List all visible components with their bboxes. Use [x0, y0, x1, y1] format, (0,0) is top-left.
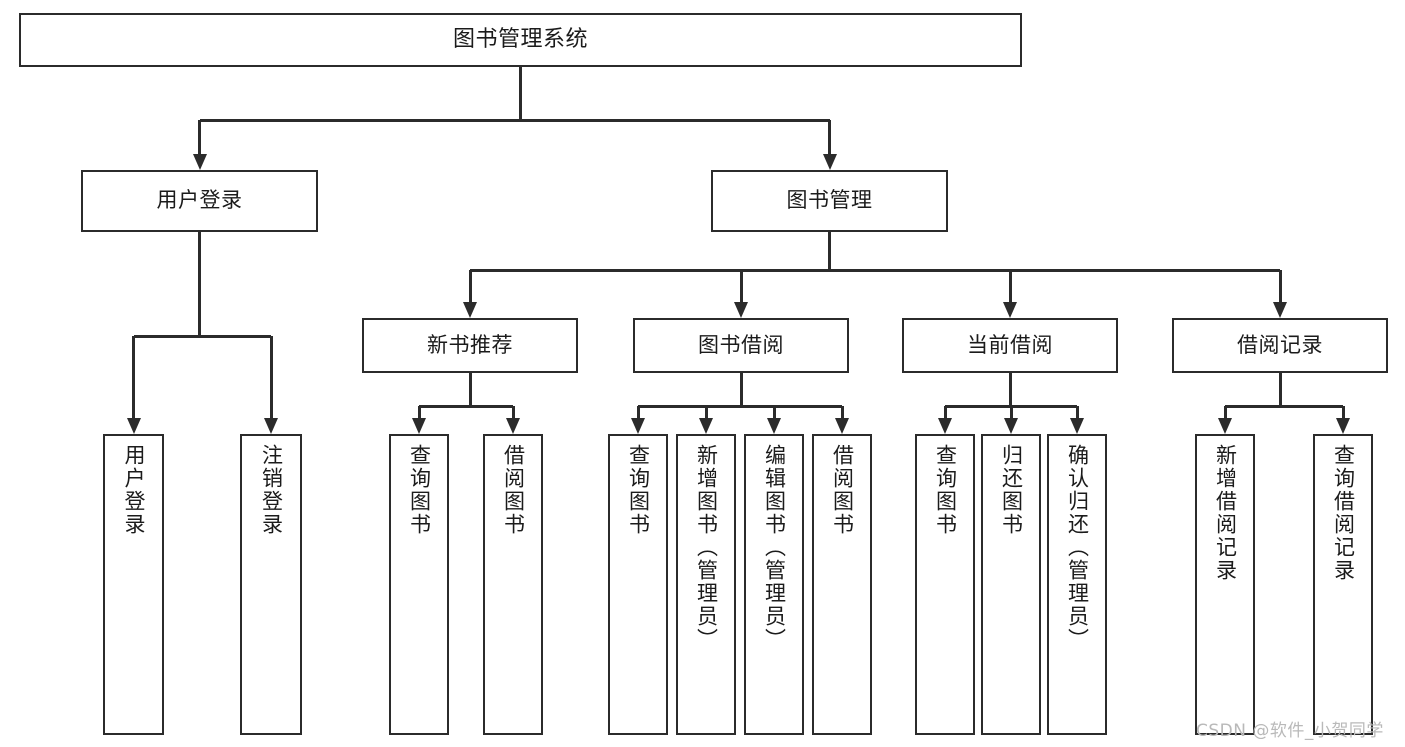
node-leaf-query-book-cb[interactable]: 查询图书: [915, 434, 975, 735]
connector-drop-current-borrow: [1075, 406, 1079, 419]
arrowhead-icon: [412, 418, 426, 434]
connector-stem-book-borrow: [739, 373, 743, 406]
connector-drop-root: [828, 120, 831, 155]
node-leaf-query-record[interactable]: 查询借阅记录: [1313, 434, 1373, 735]
node-leaf-borrow-book-rec[interactable]: 借阅图书: [483, 434, 543, 735]
connector-drop-user-login: [132, 336, 135, 419]
node-label: 当前借阅: [967, 332, 1053, 357]
arrowhead-icon: [1273, 302, 1287, 318]
arrowhead-icon: [506, 418, 520, 434]
arrowhead-icon: [1336, 418, 1350, 434]
node-label: 用户登录: [156, 188, 243, 213]
connector-drop-book-manage: [739, 270, 743, 303]
arrowhead-icon: [767, 418, 781, 434]
connector-drop-book-borrow: [636, 406, 640, 419]
node-label: 归还图书: [999, 444, 1024, 536]
connector-drop-current-borrow: [943, 406, 947, 419]
connector-stem-current-borrow: [1008, 373, 1012, 406]
node-label: 图书管理: [786, 188, 873, 213]
node-leaf-logout[interactable]: 注销登录: [240, 434, 302, 735]
node-label: 借阅记录: [1237, 332, 1323, 357]
connector-drop-book-manage: [468, 270, 472, 303]
node-book-borrow[interactable]: 图书借阅: [633, 318, 849, 373]
node-leaf-borrow-book-bb[interactable]: 借阅图书: [812, 434, 872, 735]
connector-drop-new-book-rec: [511, 406, 515, 419]
arrowhead-icon: [192, 154, 207, 170]
node-leaf-confirm-return[interactable]: 确认归还（管理员）: [1047, 434, 1107, 735]
node-leaf-user-login[interactable]: 用户登录: [103, 434, 164, 735]
connector-bus-borrow-record: [1225, 404, 1343, 408]
node-label: 确认归还（管理员）: [1065, 444, 1090, 651]
arrowhead-icon: [835, 418, 849, 434]
node-leaf-query-book-bb[interactable]: 查询图书: [608, 434, 668, 735]
node-label: 注销登录: [259, 444, 284, 536]
connector-drop-book-manage: [1278, 270, 1282, 303]
connector-drop-current-borrow: [1009, 406, 1013, 419]
node-current-borrow[interactable]: 当前借阅: [902, 318, 1118, 373]
node-label: 新增图书（管理员）: [694, 444, 719, 651]
connector-stem-borrow-record: [1278, 373, 1282, 406]
node-label: 新增借阅记录: [1213, 444, 1238, 582]
arrowhead-icon: [822, 154, 837, 170]
connector-drop-book-borrow: [704, 406, 708, 419]
arrowhead-icon: [126, 418, 141, 434]
node-label: 图书管理系统: [452, 26, 588, 52]
arrowhead-icon: [1004, 418, 1018, 434]
node-new-book-rec[interactable]: 新书推荐: [362, 318, 578, 373]
node-leaf-add-record[interactable]: 新增借阅记录: [1195, 434, 1255, 735]
connector-drop-book-borrow: [840, 406, 844, 419]
arrowhead-icon: [463, 302, 477, 318]
arrowhead-icon: [264, 418, 278, 434]
connector-bus-root: [199, 118, 830, 122]
node-book-manage[interactable]: 图书管理: [711, 170, 948, 232]
arrowhead-icon: [699, 418, 713, 434]
arrowhead-icon: [734, 302, 748, 318]
node-leaf-return-book[interactable]: 归还图书: [981, 434, 1041, 735]
node-label: 查询图书: [626, 444, 651, 536]
connector-bus-user-login: [133, 334, 271, 338]
node-label: 新书推荐: [427, 332, 513, 357]
node-leaf-edit-book[interactable]: 编辑图书（管理员）: [744, 434, 804, 735]
node-label: 借阅图书: [830, 444, 855, 536]
node-borrow-record[interactable]: 借阅记录: [1172, 318, 1388, 373]
connector-drop-new-book-rec: [417, 406, 421, 419]
arrowhead-icon: [631, 418, 645, 434]
arrowhead-icon: [938, 418, 952, 434]
connector-stem-book-manage: [828, 232, 831, 270]
node-label: 查询借阅记录: [1331, 444, 1356, 582]
connector-drop-borrow-record: [1341, 406, 1345, 419]
node-label: 借阅图书: [501, 444, 526, 536]
node-root[interactable]: 图书管理系统: [19, 13, 1022, 67]
connector-stem-root: [519, 67, 522, 120]
node-label: 查询图书: [407, 444, 432, 536]
connector-drop-book-manage: [1008, 270, 1012, 303]
connector-bus-new-book-rec: [419, 404, 513, 408]
node-label: 编辑图书（管理员）: [762, 444, 787, 651]
arrowhead-icon: [1070, 418, 1084, 434]
connector-drop-user-login: [269, 336, 273, 419]
connector-stem-new-book-rec: [468, 373, 472, 406]
node-user-login[interactable]: 用户登录: [81, 170, 318, 232]
arrowhead-icon: [1218, 418, 1232, 434]
connector-drop-book-borrow: [772, 406, 776, 419]
node-label: 图书借阅: [698, 332, 784, 357]
connector-drop-root: [198, 120, 201, 155]
connector-drop-borrow-record: [1223, 406, 1227, 419]
watermark: CSDN @软件_小贺同学: [1196, 721, 1384, 741]
node-label: 查询图书: [933, 444, 958, 536]
node-label: 用户登录: [122, 444, 146, 536]
connector-bus-book-manage: [470, 268, 1280, 272]
node-leaf-query-book-rec[interactable]: 查询图书: [389, 434, 449, 735]
connector-stem-user-login: [198, 232, 201, 336]
node-leaf-add-book[interactable]: 新增图书（管理员）: [676, 434, 736, 735]
arrowhead-icon: [1003, 302, 1017, 318]
connector-bus-book-borrow: [638, 404, 842, 408]
